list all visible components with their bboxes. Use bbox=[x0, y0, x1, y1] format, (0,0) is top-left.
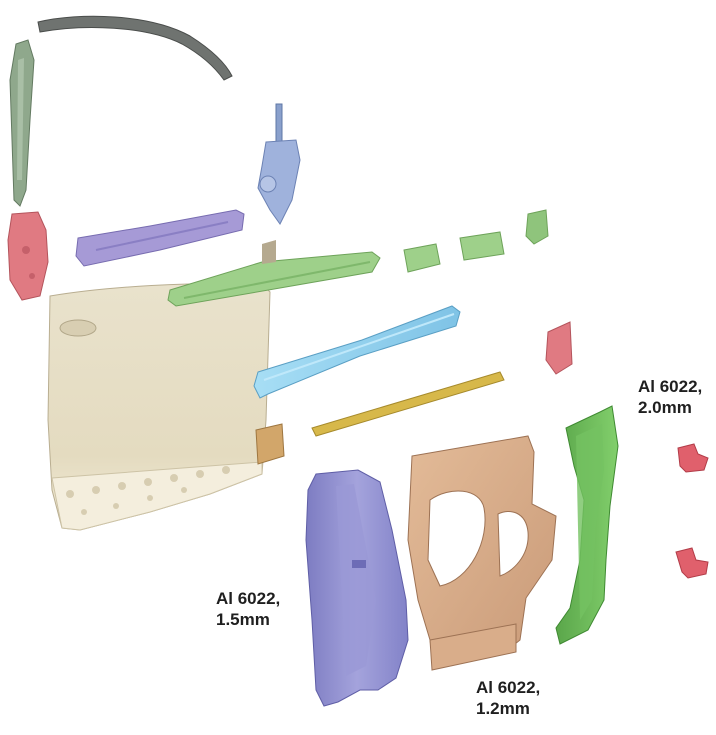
small-bracket-3 bbox=[525, 209, 549, 245]
mirror-bracket bbox=[7, 211, 49, 301]
outer-door-panel bbox=[47, 283, 271, 531]
door-inner-panel bbox=[407, 435, 557, 671]
material-text: Al 6022, bbox=[476, 678, 541, 697]
upper-hinge bbox=[677, 443, 709, 473]
upper-belt-reinforcement bbox=[75, 209, 245, 267]
side-intrusion-beam bbox=[253, 305, 461, 399]
material-label-hinge-pillar: Al 6022, 1.5mm bbox=[216, 588, 280, 630]
door-latch bbox=[257, 103, 301, 225]
thickness-text: 1.5mm bbox=[216, 610, 270, 629]
lower-hinge bbox=[675, 547, 709, 579]
material-label-lock-pillar: Al 6022, 2.0mm bbox=[638, 376, 702, 418]
small-bracket-1 bbox=[403, 243, 441, 273]
material-text: Al 6022, bbox=[216, 589, 281, 608]
lock-pillar-inner bbox=[555, 405, 619, 645]
material-text: Al 6022, bbox=[638, 377, 703, 396]
front-frame-rail bbox=[9, 39, 35, 207]
belt-line-reinforcement bbox=[167, 240, 381, 307]
check-link-bracket bbox=[545, 321, 573, 375]
small-bracket-2 bbox=[459, 231, 505, 261]
thickness-text: 1.2mm bbox=[476, 699, 530, 718]
upper-frame-rail bbox=[37, 15, 233, 81]
hinge-pillar-inner bbox=[305, 469, 409, 707]
material-label-inner-panel: Al 6022, 1.2mm bbox=[476, 677, 540, 719]
lower-beam bbox=[311, 371, 505, 437]
hinge-reinforcement bbox=[255, 423, 285, 465]
thickness-text: 2.0mm bbox=[638, 398, 692, 417]
